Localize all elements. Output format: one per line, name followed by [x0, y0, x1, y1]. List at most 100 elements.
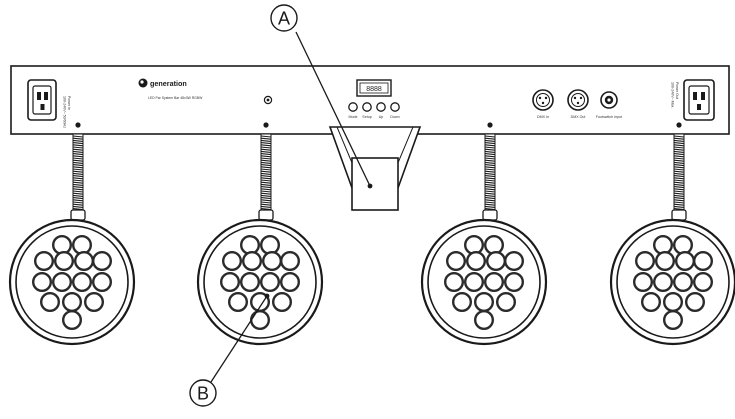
- control-buttons: Mode Setup Up Down: [348, 102, 400, 119]
- power-in-label: Power In100-240V~ 50/60Hz: [62, 96, 71, 128]
- led-lens: [693, 272, 714, 293]
- led-lens: [62, 292, 83, 313]
- power-out-label: Power Out100-240V~ Max.: [670, 82, 679, 108]
- callout-b: B: [189, 293, 270, 407]
- led-lens: [484, 234, 505, 255]
- led-lens: [71, 272, 92, 293]
- par-pod-4: [609, 122, 735, 346]
- led-lens: [496, 292, 517, 313]
- led-lens: [83, 292, 104, 313]
- led-lens: [227, 292, 248, 313]
- led-lens: [272, 292, 293, 313]
- gooseneck: [673, 133, 685, 212]
- dmx-out-label: DMX Out: [571, 115, 586, 119]
- led-lens: [280, 250, 301, 271]
- led-lens: [653, 234, 674, 255]
- led-lens: [262, 250, 283, 271]
- mount-screw: [263, 122, 269, 128]
- status-led: [263, 95, 273, 105]
- led-lens: [663, 292, 684, 313]
- led-lens: [34, 250, 55, 271]
- led-lens: [474, 292, 495, 313]
- led-lens: [260, 234, 281, 255]
- xlr-in-icon: [532, 89, 554, 111]
- led-lens: [40, 292, 61, 313]
- control-button-setup: Setup: [362, 102, 372, 119]
- led-lens: [52, 234, 73, 255]
- pod-clamp: [70, 209, 86, 221]
- led-lens: [444, 272, 465, 293]
- led-lens: [260, 272, 281, 293]
- par-pod-3: [420, 122, 548, 346]
- mount-screw: [676, 122, 682, 128]
- led-lens: [675, 250, 696, 271]
- gooseneck: [72, 133, 84, 212]
- led-lens: [239, 272, 260, 293]
- control-button-label: Down: [390, 115, 399, 119]
- footswitch-jack-icon: [600, 91, 618, 109]
- led-lens: [62, 310, 83, 331]
- led-lens: [32, 272, 53, 293]
- par-pod-2: [196, 122, 324, 346]
- mount-screw: [75, 122, 81, 128]
- mount-screw: [487, 122, 493, 128]
- power-outlet-icon: [683, 79, 715, 121]
- gooseneck: [484, 133, 496, 212]
- pod-clamp: [482, 209, 498, 221]
- led-lens: [466, 250, 487, 271]
- pod-clamp: [258, 209, 274, 221]
- led-lens: [635, 250, 656, 271]
- brand-logo: [138, 78, 148, 88]
- led-lens: [464, 272, 485, 293]
- led-lens: [474, 310, 495, 331]
- light-bar-body: [10, 65, 730, 135]
- display-value: 8888: [366, 86, 382, 93]
- control-button-label: Setup: [362, 115, 371, 119]
- callout-b-letter: B: [197, 384, 209, 404]
- led-lens: [221, 250, 242, 271]
- led-lens: [653, 272, 674, 293]
- xlr-out-icon: [567, 89, 589, 111]
- led-lens: [655, 250, 676, 271]
- mounting-bracket: [328, 126, 422, 211]
- par-pod-1: [8, 122, 136, 346]
- par-pods: [8, 122, 735, 346]
- footswitch-label: Footswitch Input: [596, 115, 622, 119]
- led-lens: [54, 250, 75, 271]
- led-lens: [673, 234, 694, 255]
- gooseneck: [260, 133, 272, 212]
- control-button-label: Up: [379, 115, 384, 119]
- control-button-mode: Mode: [348, 102, 358, 119]
- led-lens: [241, 250, 262, 271]
- callout-a-letter: A: [278, 9, 290, 29]
- led-lens: [280, 272, 301, 293]
- led-lens: [484, 272, 505, 293]
- led-lens: [91, 272, 112, 293]
- led-lens: [239, 234, 260, 255]
- control-button-up: Up: [376, 102, 386, 119]
- led-lens: [464, 234, 485, 255]
- led-lens: [52, 272, 73, 293]
- control-button-down: Down: [390, 102, 400, 119]
- led-lens: [446, 250, 467, 271]
- led-lens: [219, 272, 240, 293]
- led-lens: [693, 250, 714, 271]
- pod-clamp: [671, 209, 687, 221]
- callout-a: A: [270, 4, 373, 189]
- brand-name: generation: [150, 79, 187, 88]
- led-display: [356, 79, 392, 97]
- led-lens: [249, 310, 270, 331]
- control-button-label: Mode: [349, 115, 358, 119]
- led-lens: [71, 234, 92, 255]
- led-lens: [452, 292, 473, 313]
- power-inlet-icon: [27, 79, 57, 121]
- model-text: LED Par System Bar 48x3W RGBW: [148, 96, 203, 100]
- led-lens: [673, 272, 694, 293]
- led-lens: [91, 250, 112, 271]
- led-lens: [633, 272, 654, 293]
- led-lens: [504, 272, 525, 293]
- led-lens: [663, 310, 684, 331]
- led-lens: [641, 292, 662, 313]
